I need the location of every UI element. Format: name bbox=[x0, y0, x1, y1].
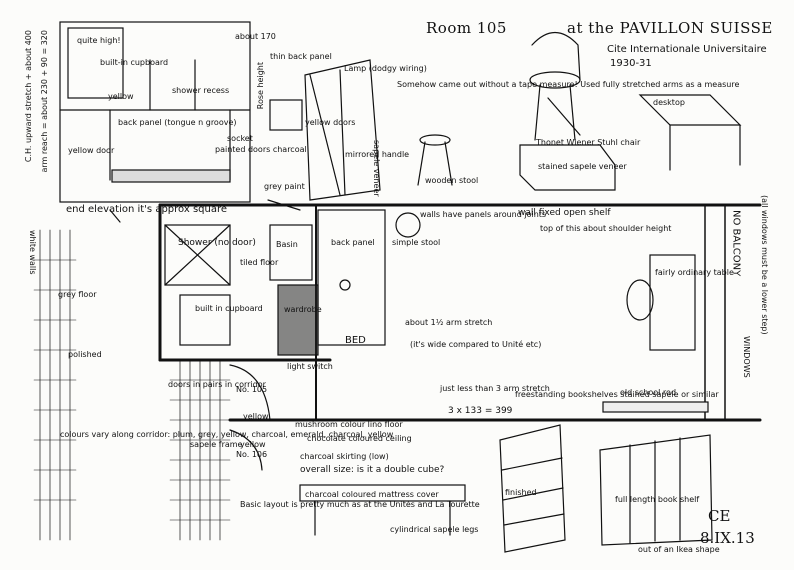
label-windows: WINDOWS bbox=[742, 336, 752, 378]
signature-date: 8.IX.13 bbox=[700, 529, 755, 547]
note-chocolate-ceiling: chocolate coloured ceiling bbox=[307, 434, 412, 443]
note-thin-panel: thin back panel bbox=[270, 52, 332, 61]
note-painted-doors: painted doors charcoal bbox=[215, 145, 307, 154]
label-finished: finished bbox=[505, 488, 537, 497]
note-sapele-veneer: sapele veneer bbox=[372, 140, 382, 197]
label-light-switch: light switch bbox=[287, 362, 333, 371]
note-tape-measure: Somehow came out without a tape measure!… bbox=[397, 80, 740, 89]
note-quite-high: quite high! bbox=[77, 36, 121, 45]
note-freestanding-bookshelves: freestanding bookshelves stained sapele … bbox=[515, 390, 719, 399]
label-old-school-rod: old school rod bbox=[620, 388, 677, 397]
label-back-panel: back panel bbox=[331, 238, 375, 247]
label-wall-shelf: wall fixed open shelf bbox=[518, 208, 611, 218]
note-thonet-chair: Thonet Wiener Stuhl chair bbox=[536, 138, 641, 147]
sketch-title-location: at the PAVILLON SUISSE bbox=[567, 19, 773, 37]
note-arm-reach: arm reach = about 230 + 90 = 320 bbox=[40, 30, 49, 173]
note-about-170: about 170 bbox=[235, 32, 276, 41]
note-rose-height: Rose height bbox=[256, 62, 265, 110]
label-bed: BED bbox=[345, 335, 366, 346]
note-cylindrical-legs: cylindrical sapele legs bbox=[390, 525, 479, 534]
note-shower-recess: shower recess bbox=[172, 86, 230, 95]
note-windows: (all windows must be a lower step) bbox=[760, 195, 770, 335]
label-grey-floor: grey floor bbox=[58, 290, 97, 299]
note-socket: socket bbox=[227, 134, 253, 143]
label-sapele-frame: sapele frame bbox=[190, 440, 243, 449]
label-shower: Shower (no door) bbox=[178, 238, 256, 248]
label-no-balcony: NO BALCONY bbox=[730, 210, 742, 277]
note-wide-compared: (it's wide compared to Unité etc) bbox=[410, 340, 542, 349]
note-back-panel: back panel (tongue n groove) bbox=[118, 118, 237, 127]
note-yellow-top: yellow bbox=[108, 92, 134, 101]
end-elevation-frame bbox=[59, 21, 251, 203]
note-stained-sapele: stained sapele veneer bbox=[538, 162, 627, 171]
label-yellow-1: yellow bbox=[243, 412, 269, 421]
label-doors-in-pairs: doors in pairs in corridor bbox=[168, 380, 266, 389]
note-yellow-doors: yellow doors bbox=[305, 118, 356, 127]
note-basic-layout: Basic layout is pretty much as at the Un… bbox=[240, 500, 480, 509]
note-ceiling-height: C.H. upward stretch + about 400 bbox=[24, 30, 33, 163]
sketch-date-range: 1930-31 bbox=[610, 58, 652, 69]
sketch-subtitle: Cite Internationale Universitaire bbox=[607, 44, 767, 55]
note-walls-panels: walls have panels around joints bbox=[420, 210, 547, 219]
label-bookshelf-top: full length book shelf bbox=[615, 495, 700, 504]
label-no-106: No. 106 bbox=[236, 450, 268, 459]
note-desktop: desktop bbox=[653, 98, 685, 107]
label-no-105: No. 105 bbox=[236, 385, 268, 394]
note-out-of-sketch: out of an Ikea shape bbox=[638, 545, 720, 554]
label-simple-stool: simple stool bbox=[392, 238, 441, 247]
note-about-arm-stretch: about 1½ arm stretch bbox=[405, 318, 493, 327]
label-basin: Basin bbox=[276, 240, 298, 249]
note-mushroom-floor: mushroom colour lino floor bbox=[295, 420, 403, 429]
note-mirrored-handle: mirrored handle bbox=[345, 150, 410, 159]
note-charcoal-mattress: charcoal coloured mattress cover bbox=[305, 490, 439, 499]
signature-initials: CE bbox=[708, 507, 731, 525]
note-end-elevation: end elevation it's approx square bbox=[66, 204, 228, 215]
note-built-in-cupboard: built-in cupboard bbox=[100, 58, 169, 67]
note-overall-size: overall size: is it a double cube? bbox=[300, 465, 445, 475]
note-just-less: just less than 3 arm stretch bbox=[440, 384, 550, 393]
note-yellow-door: yellow door bbox=[68, 146, 115, 155]
label-fairly-ordinary-table: fairly ordinary table bbox=[655, 268, 734, 277]
note-charcoal-skirting: charcoal skirting (low) bbox=[300, 452, 389, 461]
label-polished: polished bbox=[68, 350, 102, 359]
label-wardrobe: wardrobe bbox=[284, 305, 322, 314]
shower-box bbox=[164, 224, 231, 286]
note-lamp: Lamp (dodgy wiring) bbox=[344, 64, 427, 73]
note-3x133: 3 x 133 = 399 bbox=[448, 406, 513, 416]
label-built-in-cupboard: built in cupboard bbox=[195, 304, 263, 313]
label-tiled-floor: tiled floor bbox=[240, 258, 279, 267]
label-colours-vary: colours vary along corridor: plum, grey,… bbox=[60, 430, 394, 439]
label-white-walls: white walls bbox=[28, 230, 38, 275]
label-yellow-2: yellow bbox=[240, 440, 266, 449]
note-grey-paint: grey paint bbox=[264, 182, 305, 191]
note-shelf-height: top of this about shoulder height bbox=[540, 224, 672, 233]
note-wooden-stool: wooden stool bbox=[425, 176, 479, 185]
sketch-title: Room 105 bbox=[426, 19, 507, 37]
